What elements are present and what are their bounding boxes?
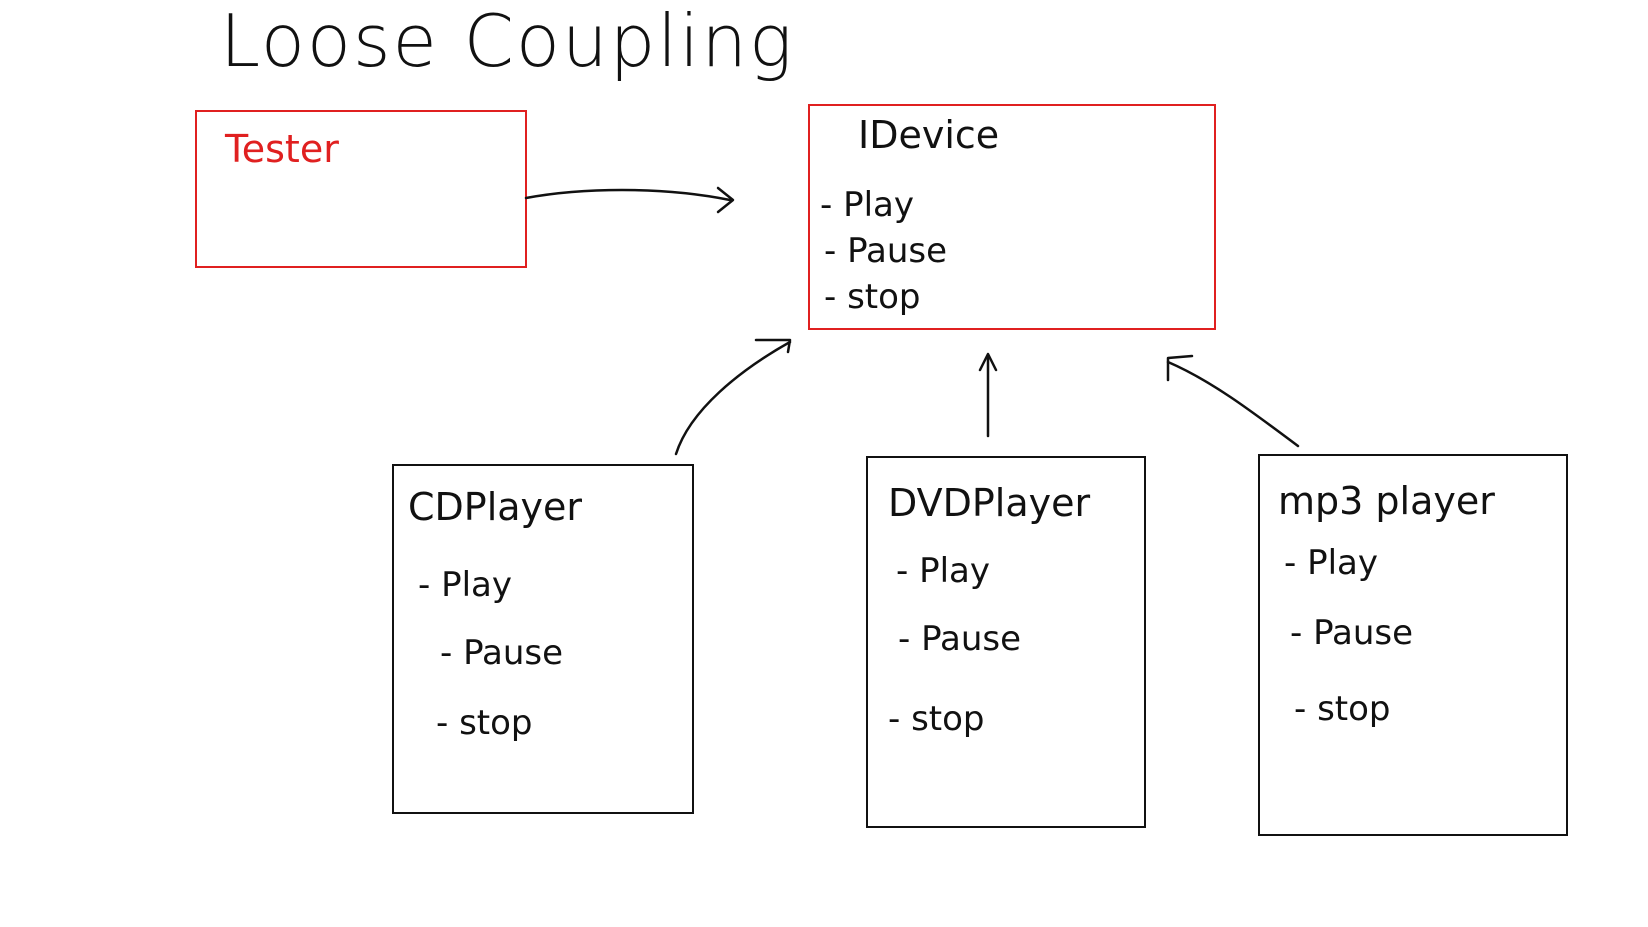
idevice-box: IDevice - Play - Pause - stop (808, 104, 1216, 330)
mp3player-to-idevice-arrow (1166, 360, 1300, 448)
tester-to-idevice-arrow (524, 188, 732, 202)
dvdplayer-method-play: - Play (896, 551, 990, 591)
diagram-title: Loose Coupling (220, 0, 795, 83)
cdplayer-method-stop: - stop (436, 703, 533, 743)
dvdplayer-method-pause: - Pause (898, 619, 1022, 659)
mp3player-method-play: - Play (1284, 543, 1378, 583)
idevice-method-stop: - stop (824, 277, 921, 317)
dvdplayer-box: DVDPlayer - Play - Pause - stop (866, 456, 1146, 828)
mp3player-method-pause: - Pause (1290, 613, 1414, 653)
idevice-method-play: - Play (820, 185, 914, 225)
mp3player-to-idevice-arrowhead (1166, 354, 1194, 382)
tester-to-idevice-arrowhead (716, 186, 735, 214)
cdplayer-to-idevice-arrowhead (754, 338, 792, 354)
tester-label: Tester (225, 127, 339, 171)
tester-box: Tester (195, 110, 527, 268)
mp3player-label: mp3 player (1278, 479, 1495, 523)
cdplayer-method-pause: - Pause (440, 633, 564, 673)
cdplayer-method-play: - Play (418, 565, 512, 605)
cdplayer-to-idevice-arrow (674, 340, 792, 456)
cdplayer-box: CDPlayer - Play - Pause - stop (392, 464, 694, 814)
dvdplayer-method-stop: - stop (888, 699, 985, 739)
mp3player-box: mp3 player - Play - Pause - stop (1258, 454, 1568, 836)
cdplayer-label: CDPlayer (408, 485, 583, 529)
idevice-method-pause: - Pause (824, 231, 948, 271)
idevice-label: IDevice (858, 113, 1000, 157)
dvdplayer-to-idevice-arrowhead (978, 352, 998, 372)
mp3player-method-stop: - stop (1294, 689, 1391, 729)
dvdplayer-label: DVDPlayer (888, 481, 1091, 525)
